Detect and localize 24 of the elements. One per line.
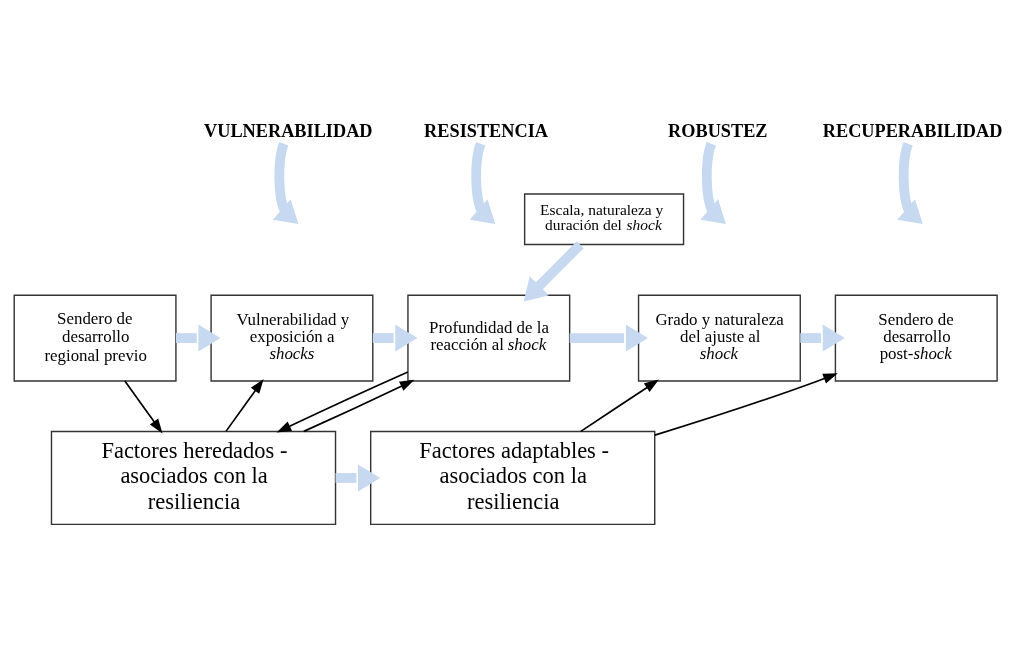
node-box: Grado y naturaleza del ajuste al shock [637, 294, 801, 382]
arrow [302, 379, 415, 433]
node-text: ROBUSTEZ [668, 120, 768, 141]
arrow [580, 379, 659, 433]
node-text: VULNERABILIDAD [204, 120, 373, 141]
arrow [225, 378, 264, 433]
node-box: Sendero de desarrollo regional previo [13, 294, 177, 382]
node-text: RECUPERABILIDAD [822, 120, 1003, 141]
arrow [523, 241, 584, 302]
arrow [800, 324, 845, 352]
arrow [124, 380, 163, 434]
arrow [276, 371, 409, 433]
arrow [654, 373, 838, 436]
node-box: Escala, naturaleza y duración del shock [523, 193, 685, 246]
node-box: Factores heredados - asociados con la resiliencia [50, 430, 337, 526]
arrow [175, 324, 221, 352]
node-box: Sendero de desarrollo post-shock [834, 294, 998, 382]
node-box: Factores adaptables - asociados con la resiliencia [369, 430, 656, 526]
arrow [372, 324, 418, 352]
arrow [569, 324, 648, 352]
arrow [335, 464, 381, 492]
node-text: RESISTENCIA [424, 120, 548, 141]
node-box: Profundidad de la reacción al shock [407, 294, 571, 382]
node-box: Vulnerabilidad y exposición a shocks [210, 294, 374, 382]
